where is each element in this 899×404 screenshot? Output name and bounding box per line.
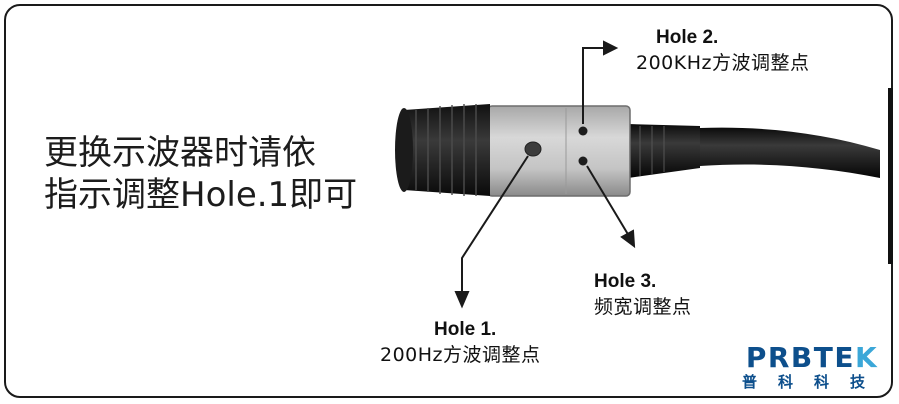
hole-3-title: Hole 3. [594,271,657,292]
hole-2-description: 200KHz方波调整点 [636,52,810,74]
hole-3-description: 频宽调整点 [594,296,692,318]
probe-cable [700,127,880,178]
brand-name: PRBTEK [738,343,886,373]
brand-name-end: K [854,341,879,374]
brand-name-main: PRBTE [745,341,855,374]
hole-1-marker [524,141,542,157]
edge-bar [888,88,893,264]
probe-knob [401,104,490,196]
instruction-line-2: 指示调整Hole.1即可 [44,175,358,215]
instruction-line-1: 更换示波器时请依 [44,133,316,173]
hole-2-marker [578,126,588,136]
brand-subtitle: 普科科技 [742,373,887,391]
brand-logo: PRBTEK 普科科技 [738,343,887,392]
hole-3-marker [578,156,588,166]
image-frame [4,4,893,398]
hole-2-label: Hole 2. 200KHz方波调整点 [636,26,810,76]
hole-1-label: Hole 1. 200Hz方波调整点 [380,318,541,368]
hole-3-label: Hole 3. 频宽调整点 [594,270,692,320]
probe-body [487,105,631,197]
hole-1-description: 200Hz方波调整点 [380,344,541,366]
instruction-text: 更换示波器时请依 指示调整Hole.1即可 [44,132,357,216]
hole-2-title: Hole 2. [656,27,719,48]
hole-1-title: Hole 1. [434,319,497,340]
